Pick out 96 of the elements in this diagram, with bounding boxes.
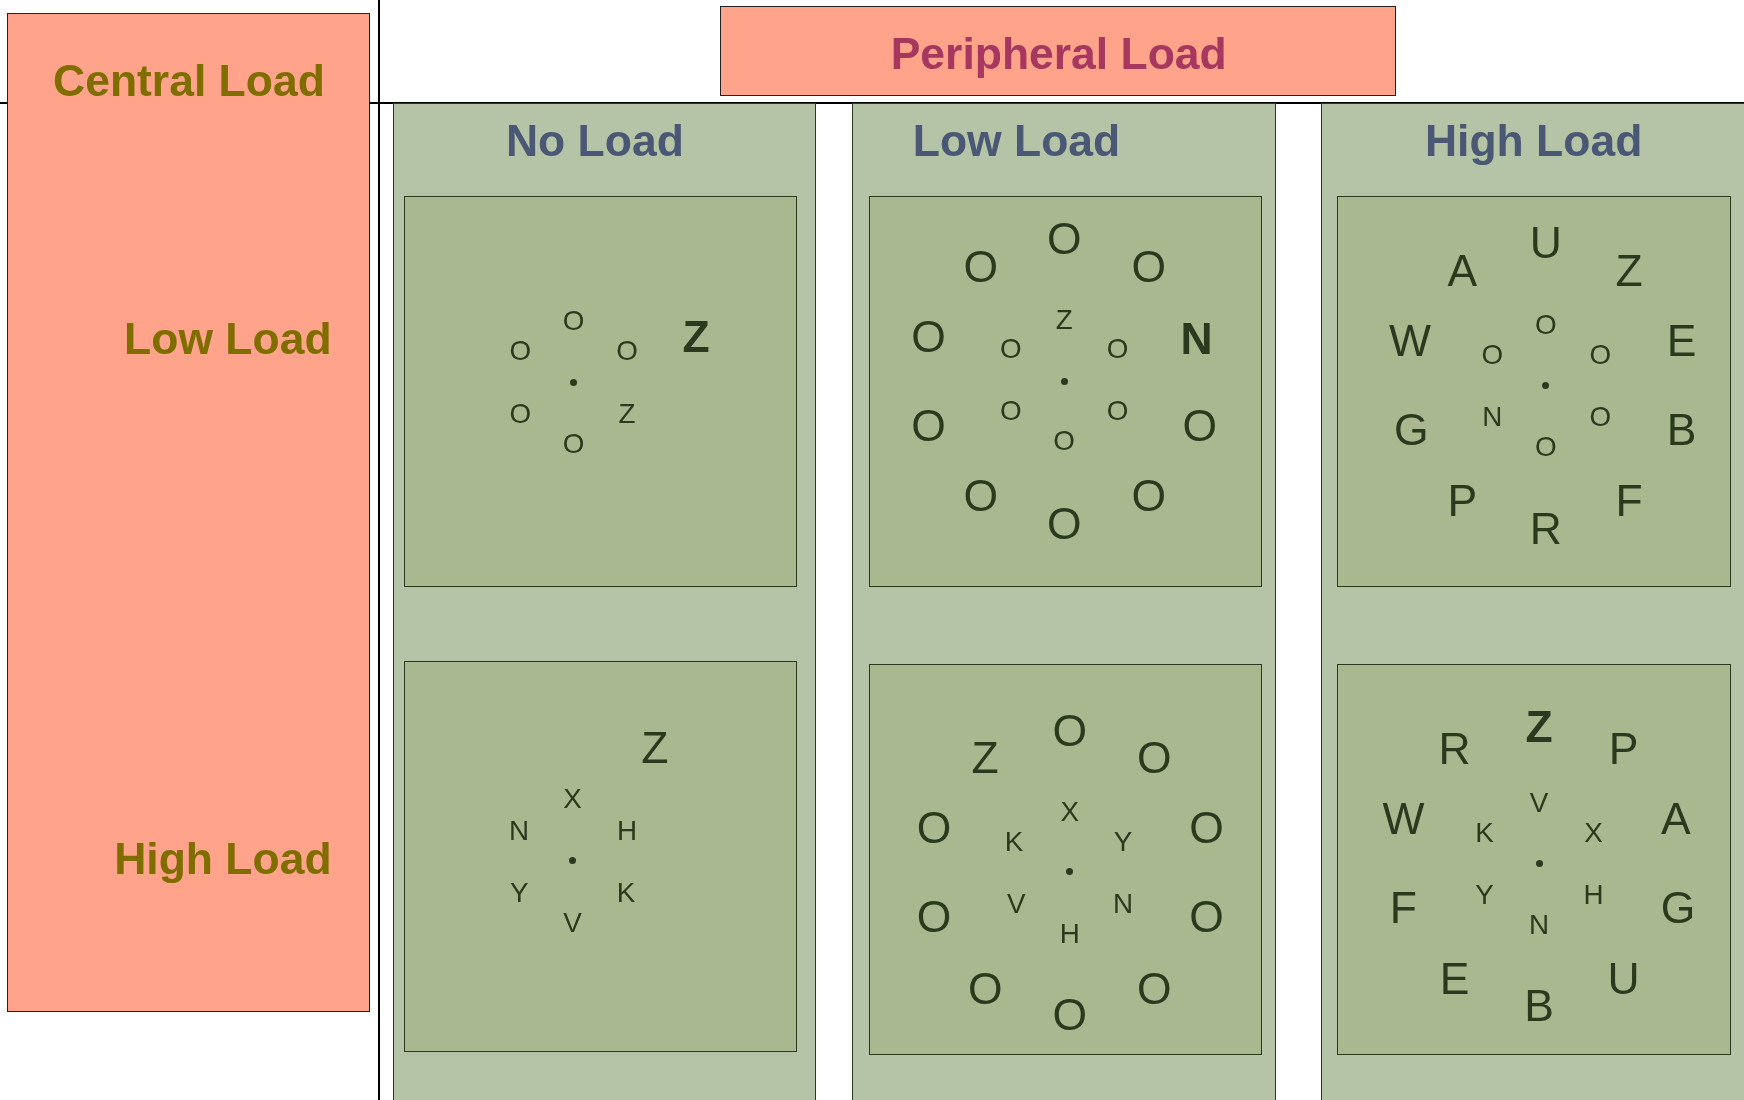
stimulus-letter: O <box>1052 708 1088 753</box>
column-panel <box>851 103 1276 1100</box>
stimulus-letter: X <box>1584 818 1603 847</box>
stimulus-letter: N <box>1482 402 1503 431</box>
column-heading: No Load <box>506 118 684 164</box>
column-panel <box>1321 103 1744 1100</box>
stimulus-letter: Z <box>1525 704 1553 750</box>
column-heading: High Load <box>1424 118 1643 164</box>
stimulus-letter: H <box>1059 920 1080 948</box>
row-label: Low Load <box>124 316 332 362</box>
stimulus-panel <box>403 195 798 588</box>
stimulus-letter: H <box>1583 881 1604 910</box>
stimulus-letter: E <box>1666 319 1697 364</box>
stimulus-letter: O <box>1481 340 1504 369</box>
stimulus-letter: P <box>1447 479 1478 524</box>
stimulus-panel <box>868 663 1263 1056</box>
stimulus-letter: O <box>562 429 585 458</box>
stimulus-letter: O <box>1131 244 1166 289</box>
stimulus-letter: E <box>1439 956 1470 1001</box>
stimulus-letter: O <box>1046 501 1082 546</box>
stimulus-letter: O <box>1046 216 1082 262</box>
stimulus-letter: N <box>509 816 530 845</box>
stimulus-letter: X <box>1060 797 1079 826</box>
stimulus-letter: O <box>509 399 532 428</box>
stimulus-letter: Z <box>618 399 636 428</box>
stimulus-letter: K <box>1004 827 1024 856</box>
stimulus-letter: O <box>1589 340 1612 369</box>
stimulus-letter: O <box>1189 806 1224 851</box>
stimulus-letter: O <box>963 244 999 289</box>
stimulus-panel <box>403 660 798 1053</box>
stimulus-letter: O <box>967 966 1003 1011</box>
stimulus-letter: O <box>1189 895 1224 940</box>
stimulus-letter: O <box>1182 403 1218 448</box>
stimulus-letter: A <box>1661 797 1691 842</box>
stimulus-letter: G <box>1660 886 1696 931</box>
stimulus-letter: O <box>562 307 585 336</box>
stimulus-letter: B <box>1524 984 1554 1029</box>
stimulus-letter: Z <box>1615 248 1643 294</box>
stimulus-panel <box>1336 195 1731 588</box>
stimulus-letter: Y <box>1113 827 1133 856</box>
stimulus-letter: O <box>916 806 952 851</box>
stimulus-letter: Z <box>971 736 999 781</box>
stimulus-letter: V <box>1529 788 1549 817</box>
header-box <box>6 13 371 1013</box>
stimulus-letter: Y <box>1475 881 1494 910</box>
stimulus-letter: O <box>911 403 946 448</box>
stimulus-letter: F <box>1389 886 1417 931</box>
stimulus-panel <box>1336 663 1731 1056</box>
stimulus-letter: O <box>916 895 952 940</box>
stimulus-letter: O <box>999 397 1022 426</box>
stimulus-letter: O <box>911 314 946 359</box>
stimulus-letter: U <box>1529 221 1562 266</box>
row-label: High Load <box>114 836 332 881</box>
stimulus-letter: O <box>1534 310 1557 339</box>
stimulus-letter: Z <box>1055 306 1073 334</box>
stimulus-panel <box>868 195 1263 588</box>
header-box <box>719 5 1396 96</box>
stimulus-letter: O <box>1053 427 1075 456</box>
stimulus-letter: V <box>1007 890 1026 918</box>
stimulus-letter: Z <box>682 314 710 359</box>
stimulus-letter: H <box>617 816 638 845</box>
stimulus-letter: O <box>1131 473 1166 519</box>
stimulus-letter: B <box>1666 407 1697 453</box>
stimulus-letter: O <box>616 337 638 366</box>
stimulus-letter: O <box>1589 402 1612 431</box>
stimulus-letter: N <box>1180 316 1213 362</box>
stimulus-letter: O <box>1052 993 1088 1038</box>
stimulus-letter: O <box>1136 736 1172 781</box>
stimulus-letter: O <box>963 473 999 519</box>
stimulus-letter: A <box>1447 248 1478 294</box>
column-heading: Low Load <box>912 118 1121 164</box>
column-panel <box>392 103 817 1100</box>
stimulus-letter: O <box>1106 397 1129 426</box>
stimulus-letter: W <box>1382 797 1425 842</box>
stimulus-letter: F <box>1615 479 1643 524</box>
stimulus-letter: O <box>509 337 532 366</box>
header-text: Peripheral Load <box>890 32 1227 77</box>
stimulus-letter: O <box>1534 433 1557 461</box>
stimulus-letter: U <box>1607 956 1640 1001</box>
stimulus-letter: O <box>999 335 1022 363</box>
stimulus-letter: R <box>1529 506 1562 552</box>
stimulus-letter: Y <box>509 879 529 907</box>
stimulus-letter: V <box>563 909 582 937</box>
stimulus-letter: X <box>563 785 582 814</box>
stimulus-letter: P <box>1608 727 1639 772</box>
stimulus-letter: K <box>616 879 636 907</box>
stimulus-letter: W <box>1389 319 1432 364</box>
stimulus-letter: R <box>1438 727 1471 772</box>
stimulus-letter: N <box>1529 911 1550 940</box>
stimulus-letter: N <box>1113 890 1134 918</box>
stimulus-letter: O <box>1136 966 1172 1011</box>
header-text: Central Load <box>53 58 325 104</box>
stimulus-letter: O <box>1106 335 1129 363</box>
stimulus-letter: Z <box>641 726 669 771</box>
stimulus-letter: G <box>1393 407 1429 453</box>
stimulus-letter: K <box>1475 818 1494 847</box>
